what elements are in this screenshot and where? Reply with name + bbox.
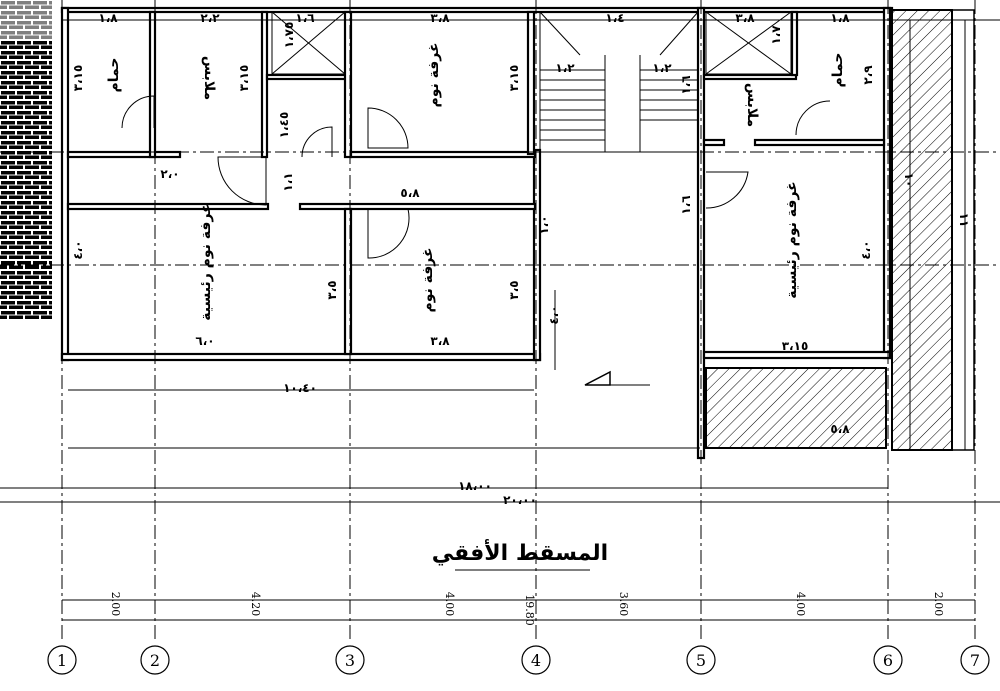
hatched-strip: [951, 9, 975, 451]
dim: ٣،٨: [735, 11, 755, 25]
room-bedroom-mid: غرفة نوم: [420, 247, 436, 312]
axis-dim-total: 19.80: [523, 594, 536, 626]
dim: ٤،٠: [547, 305, 561, 324]
dim: ١،٤٥: [277, 112, 291, 139]
dim: ٤،٠: [859, 240, 873, 259]
dim: ١٠: [902, 173, 916, 188]
brick-wall: [0, 40, 52, 320]
brick-wall-top: [0, 0, 52, 40]
room-bath-left: حمام: [106, 58, 122, 93]
hatched-terrace-bottom: [705, 367, 887, 449]
dim: ٣،٨: [430, 11, 450, 25]
axis-dim-4: 3.60: [617, 592, 630, 617]
dim: ٦،٠: [195, 334, 214, 348]
dim: ٢،٠: [160, 167, 179, 181]
dim: ٤،٠: [71, 240, 85, 259]
dim: ١،٢: [652, 61, 672, 75]
grid-label-6: 6: [883, 651, 893, 670]
dim: ١،٨: [830, 11, 850, 25]
dim: ١،٧٥: [282, 22, 296, 49]
axis-dim-2: 4.20: [249, 592, 262, 617]
dim: ٢،٩: [861, 65, 875, 85]
dim: ٣،١٥: [507, 65, 521, 92]
direction-arrow: [584, 370, 611, 386]
shaft-right: [705, 11, 792, 75]
dim: ٢،٢: [200, 11, 220, 25]
dim: ١،٦: [295, 11, 314, 25]
dim: ١،٦: [679, 195, 693, 214]
grid-bubbles: 1 2 3 4 5 6 7: [47, 645, 990, 675]
plan-title: المسقط الأفقي: [432, 538, 608, 566]
grid-label-1: 1: [57, 651, 67, 670]
dim: ٥،٨: [400, 186, 420, 200]
dim: ١٠،٤٠: [283, 381, 317, 395]
room-wardrobe-left: ملابس: [201, 56, 217, 100]
dim: ١،٨: [98, 11, 118, 25]
shaft-left: [271, 11, 346, 75]
dim: ٢٠،٠٠: [503, 493, 537, 507]
axis-dim-1: 2.00: [109, 592, 122, 617]
doors: [121, 95, 831, 259]
staircase: [539, 11, 699, 153]
room-bath-right: حمام: [830, 53, 846, 88]
dim: ١١: [957, 213, 971, 228]
dimension-lines: [0, 19, 1000, 621]
room-master-right: غرفة نوم رئيسية: [784, 181, 800, 298]
walls: [60, 6, 894, 460]
dim: ١،٤: [605, 11, 624, 25]
dim: ١،٠: [537, 215, 551, 234]
hatched-terrace-right: [891, 9, 953, 451]
room-master-left: غرفة نوم رئيسية: [198, 203, 214, 320]
dim: ٣،١٥: [71, 65, 85, 92]
grid-axes: [0, 0, 1000, 640]
room-wardrobe-right: ملابس: [744, 83, 760, 127]
axis-dim-3: 4.00: [443, 592, 456, 617]
dim: ١٨،٠٠: [458, 479, 492, 493]
dim: ١،١: [281, 172, 295, 191]
axis-dim-5: 4.00: [794, 592, 807, 617]
dim: ١،٢: [555, 61, 575, 75]
axis-dimensions: 2.00 4.20 4.00 3.60 4.00 2.00 19.80: [109, 592, 945, 626]
grid-label-4: 4: [531, 651, 541, 670]
dim: ١،٦: [679, 75, 693, 94]
grid-label-2: 2: [150, 651, 160, 670]
grid-label-5: 5: [696, 651, 706, 670]
dim: ٣،٥: [507, 280, 521, 299]
dim: ٣،٨: [430, 334, 450, 348]
axis-dim-6: 2.00: [932, 592, 945, 617]
grid-label-3: 3: [345, 651, 355, 670]
dim: ٣،١٥: [782, 339, 809, 353]
room-bedroom-top: غرفة نوم: [426, 42, 442, 107]
dim: ٣،٥: [325, 280, 339, 299]
dim: ١،٧: [769, 25, 783, 45]
grid-label-7: 7: [970, 651, 980, 670]
dim: ٣،١٥: [237, 65, 251, 92]
dim: ٥،٨: [830, 422, 850, 436]
